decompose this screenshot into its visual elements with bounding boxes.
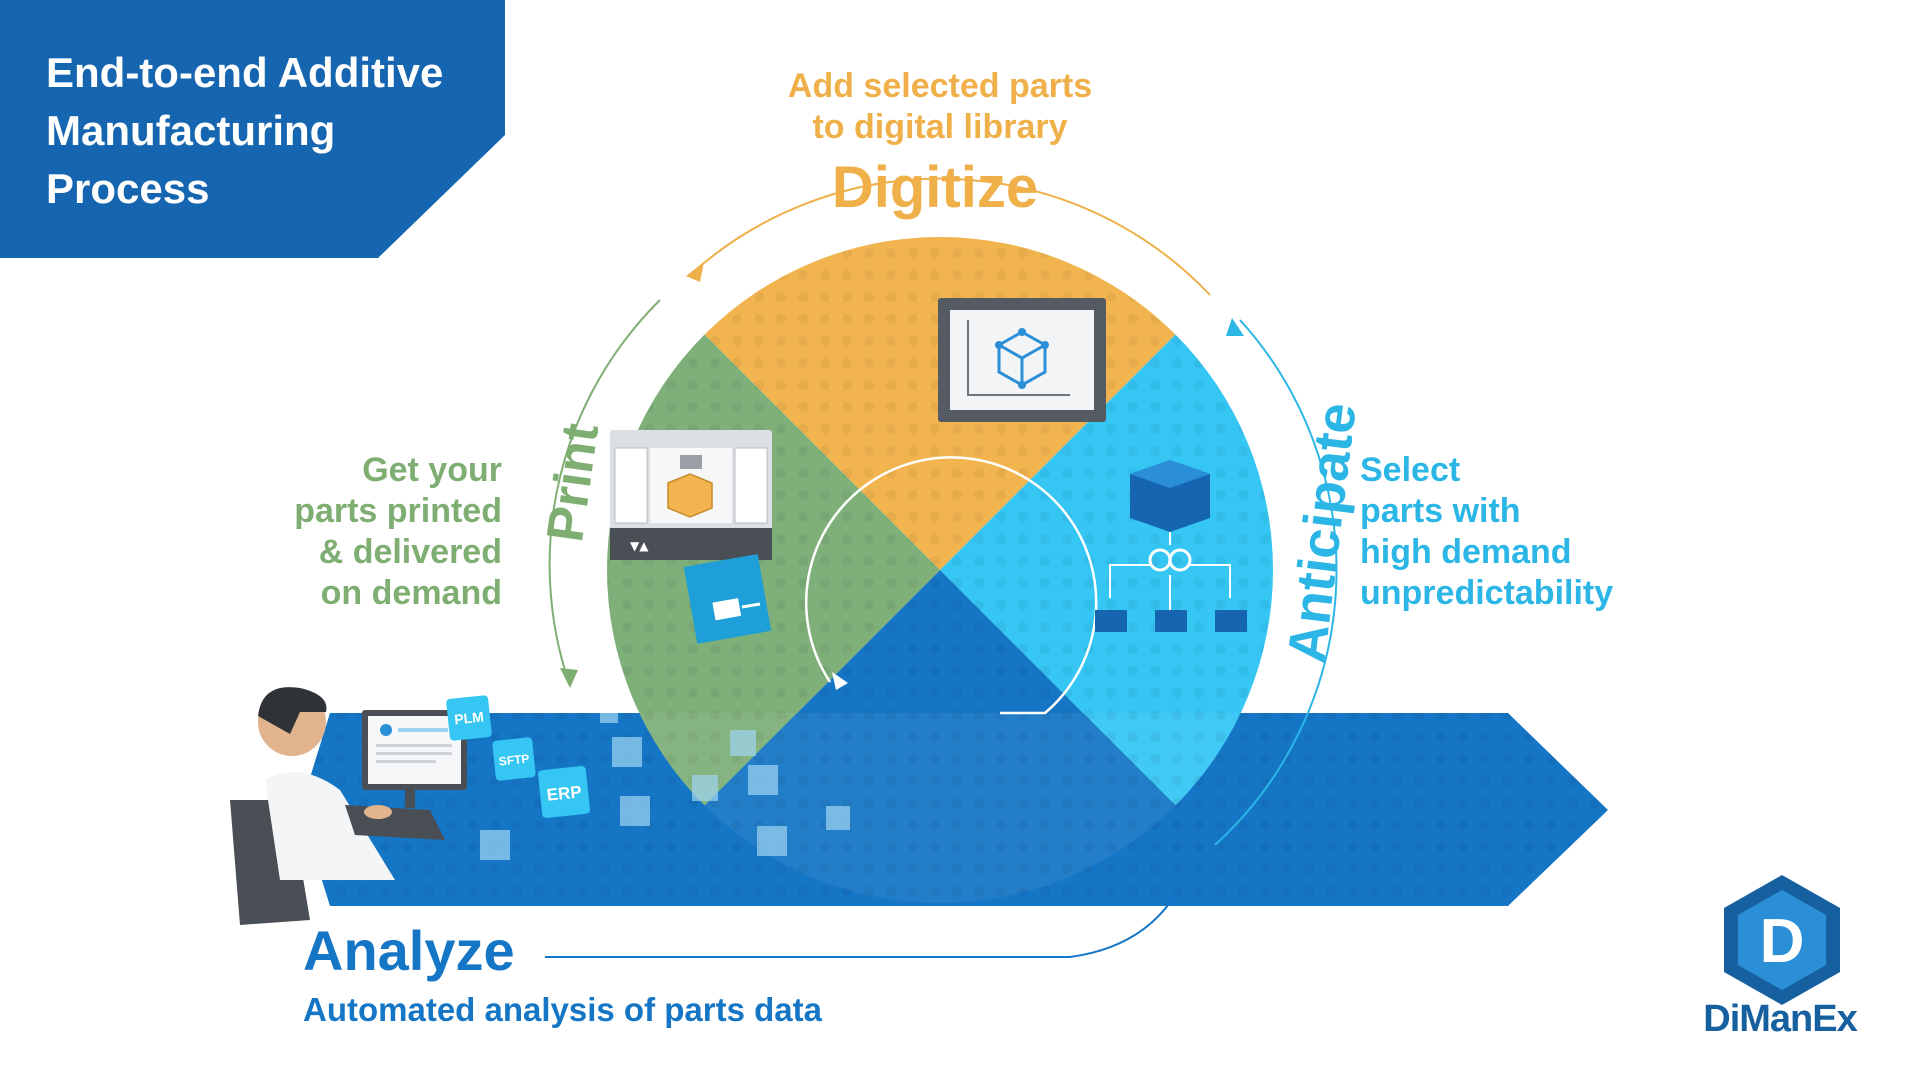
badge-erp-label: ERP bbox=[546, 782, 583, 805]
arrow-print-to-analyze bbox=[548, 299, 661, 681]
analyst-at-computer-icon bbox=[230, 687, 467, 925]
analyze-description: Automated analysis of parts data bbox=[303, 991, 822, 1028]
arrow-anticipate-to-digitize bbox=[1214, 319, 1338, 846]
logo-name: DiManEx bbox=[1703, 998, 1857, 1040]
stage-label-anticipate: Anticipate bbox=[1276, 400, 1367, 666]
dimanex-logo-mark: D bbox=[1724, 875, 1840, 1005]
stage-label-analyze: Analyze bbox=[303, 919, 515, 982]
badge-sftp-label: SFTP bbox=[498, 751, 530, 768]
3d-printer-icon: ▼▲ bbox=[610, 430, 772, 644]
badge-erp: ERP bbox=[538, 766, 590, 818]
digitize-description: Add selected parts to digital library bbox=[787, 67, 1093, 146]
logo-letter: D bbox=[1760, 907, 1805, 976]
arrow-digitize-to-print bbox=[689, 177, 1211, 296]
anticipate-description: Select parts with high demand unpredicta… bbox=[1360, 451, 1614, 612]
title-line-1: End-to-end Additive bbox=[46, 49, 444, 96]
badge-sftp: SFTP bbox=[492, 737, 536, 781]
print-description: Get your parts printed & delivered on de… bbox=[294, 451, 502, 612]
title-background bbox=[0, 0, 505, 258]
page-title: End-to-end Additive Manufacturing Proces… bbox=[46, 44, 443, 218]
inner-loop-arrow bbox=[805, 456, 1098, 715]
title-block: End-to-end Additive Manufacturing Proces… bbox=[0, 0, 505, 258]
svg-text:▼▲: ▼▲ bbox=[630, 539, 649, 553]
stage-label-digitize: Digitize bbox=[832, 155, 1038, 220]
stage-label-print: Print bbox=[536, 420, 610, 545]
badge-plm-label: PLM bbox=[453, 708, 484, 727]
arrow-analyze-to-anticipate bbox=[545, 864, 1191, 958]
data-chips bbox=[480, 713, 850, 860]
digital-library-monitor-icon bbox=[938, 298, 1106, 422]
demand-network-icon bbox=[1095, 460, 1247, 632]
title-line-3: Process bbox=[46, 165, 210, 212]
badge-plm: PLM bbox=[446, 695, 492, 741]
title-line-2: Manufacturing bbox=[46, 107, 336, 154]
inner-loop-arrowhead bbox=[832, 672, 848, 690]
